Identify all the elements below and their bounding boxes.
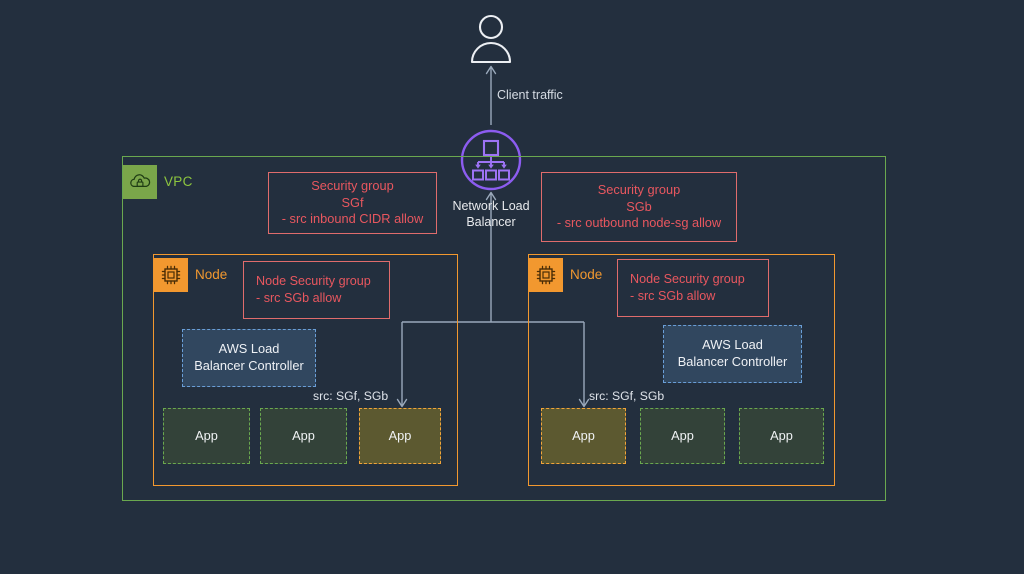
node-left-connector-label: src: SGf, SGb <box>313 388 389 403</box>
vpc-label: VPC <box>164 173 193 189</box>
network-load-balancer-icon <box>460 129 522 191</box>
sgf-line3: - src inbound CIDR allow <box>281 211 424 227</box>
sgb-line2: SGb <box>626 198 652 214</box>
node-left-ctrl-line1: AWS Load <box>218 341 280 357</box>
node-right-app-1: App <box>541 408 626 464</box>
client-traffic-label: Client traffic <box>497 87 563 102</box>
node-right-sg-line1: Node Security group <box>630 272 745 286</box>
node-right-container <box>528 254 835 486</box>
node-right-app-2: App <box>640 408 725 464</box>
node-right-app-3: App <box>739 408 824 464</box>
sgf-line2: SGf <box>341 194 364 210</box>
node-left-container <box>153 254 458 486</box>
sgb-line3: - src outbound node-sg allow <box>556 215 722 231</box>
node-left-security-group-box: Node Security group - src SGb allow <box>243 261 390 319</box>
node-left-sg-line2: - src SGb allow <box>256 291 342 305</box>
security-group-sgf-box: Security group SGf - src inbound CIDR al… <box>268 172 437 234</box>
node-right-aws-load-balancer-controller: AWS Load Balancer Controller <box>663 325 802 383</box>
node-left-aws-load-balancer-controller: AWS Load Balancer Controller <box>182 329 316 387</box>
nlb-label-line2: Balancer <box>466 215 516 230</box>
sgb-line1: Security group <box>597 181 681 197</box>
security-group-sgb-box: Security group SGb - src outbound node-s… <box>541 172 737 242</box>
network-load-balancer-label: Network Load Balancer <box>431 198 551 231</box>
node-right-label: Node <box>570 266 603 282</box>
node-right-ctrl-line2: Balancer Controller <box>677 354 788 369</box>
nlb-label-line1: Network Load <box>452 199 530 213</box>
sgf-line1: Security group <box>311 177 394 193</box>
node-left-app-2: App <box>260 408 347 464</box>
client-person-icon <box>463 10 519 66</box>
node-right-sg-line2: - src SGb allow <box>630 289 716 303</box>
node-left-app-3: App <box>359 408 441 464</box>
vpc-container <box>122 156 886 501</box>
node-left-app-1: App <box>163 408 250 464</box>
node-left-chip-icon <box>154 258 188 292</box>
node-right-ctrl-line1: AWS Load <box>702 337 763 353</box>
node-right-security-group-box: Node Security group - src SGb allow <box>617 259 769 317</box>
node-right-chip-icon <box>529 258 563 292</box>
node-left-sg-line1: Node Security group <box>256 274 371 288</box>
node-right-connector-label: src: SGf, SGb <box>589 388 665 403</box>
vpc-cloud-lock-icon <box>123 165 157 199</box>
node-left-label: Node <box>195 266 228 282</box>
node-left-ctrl-line2: Balancer Controller <box>194 358 304 373</box>
